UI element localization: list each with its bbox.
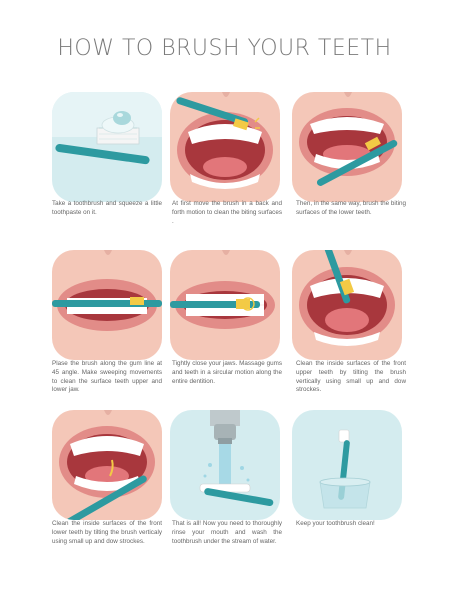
step-6-caption: Clean the inside surfaces of the front u… — [296, 360, 406, 394]
closed-teeth-circular-brushing-icon — [170, 250, 280, 360]
step-7-illustration — [52, 410, 162, 520]
step-3-illustration — [292, 92, 402, 202]
inner-upper-teeth-brushing-icon — [292, 250, 402, 360]
step-5-illustration — [170, 250, 280, 360]
open-mouth-lower-teeth-icon — [292, 92, 402, 202]
step-4-illustration — [52, 250, 162, 360]
inner-lower-teeth-brushing-icon — [52, 410, 162, 520]
toothbrush-with-toothpaste-icon — [52, 92, 162, 202]
gum-line-brushing-icon — [52, 250, 162, 360]
step-6-illustration — [292, 250, 402, 360]
page-title: HOW TO BRUSH YOUR TEETH — [57, 36, 392, 61]
step-1-illustration — [52, 92, 162, 202]
step-2-caption: At first move the brush in a back and fo… — [172, 200, 282, 225]
step-2-illustration — [170, 92, 280, 202]
open-mouth-upper-teeth-icon — [170, 92, 280, 202]
step-3-caption: Then, in the same way, brush the biting … — [296, 200, 406, 216]
step-8-illustration — [170, 410, 280, 520]
step-7-caption: Clean the inside surfaces of the front l… — [52, 520, 162, 545]
step-8-caption: That is all! Now you need to thoroughly … — [172, 520, 282, 545]
rinsing-toothbrush-under-tap-icon — [170, 410, 280, 520]
step-5-caption: Tightly close your jaws. Massage gums an… — [172, 360, 282, 385]
step-9-caption: Keep your toothbrush clean! — [296, 520, 375, 527]
step-4-caption: Plase the brush along the gum line at 45… — [52, 360, 162, 394]
step-9-illustration — [292, 410, 402, 520]
step-1-caption: Take a toothbrush and squeeze a little t… — [52, 200, 162, 216]
toothbrush-in-glass-icon — [292, 410, 402, 520]
